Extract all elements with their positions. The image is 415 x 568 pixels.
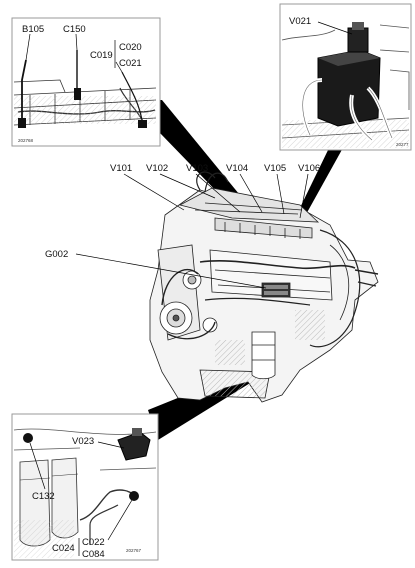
label-c019: C019	[90, 50, 113, 61]
label-c024: C024	[52, 543, 75, 554]
connector-c022-icon	[129, 491, 139, 501]
label-c022: C022	[82, 537, 105, 548]
label-v101: V101	[110, 163, 132, 174]
label-c021: C021	[119, 58, 142, 69]
label-v104: V104	[226, 163, 248, 174]
connector-c132-icon	[23, 433, 33, 443]
label-v103: V103	[186, 163, 208, 174]
inset-top-left: B105 C150 C019 C020 C021 202768	[11, 17, 161, 147]
inset-ref-number: 20277	[396, 142, 409, 147]
connector-c150-icon	[74, 88, 81, 100]
engine-labels: V101 V102 V103 V104 V105 V106 G002	[45, 163, 320, 289]
label-v102: V102	[146, 163, 168, 174]
label-v106: V106	[298, 163, 320, 174]
label-c020: C020	[119, 42, 142, 53]
label-v023: V023	[72, 436, 94, 447]
label-b105: B105	[22, 24, 44, 35]
label-v021: V021	[289, 16, 311, 27]
label-g002: G002	[45, 249, 68, 260]
inset-top-right: V021 20277	[279, 3, 412, 151]
engine-illustration	[149, 171, 379, 403]
label-c132: C132	[32, 491, 55, 502]
inset-ref-number: 202767	[126, 548, 142, 553]
label-v105: V105	[264, 163, 286, 174]
connector-c019-icon	[138, 120, 147, 128]
inset-ref-number: 202768	[18, 138, 34, 143]
label-c150: C150	[63, 24, 86, 35]
label-c084: C084	[82, 549, 105, 560]
sensor-b105-icon	[18, 118, 26, 128]
inset-bottom-left: C132 V023 C024 C022 C084 202767	[11, 413, 159, 561]
